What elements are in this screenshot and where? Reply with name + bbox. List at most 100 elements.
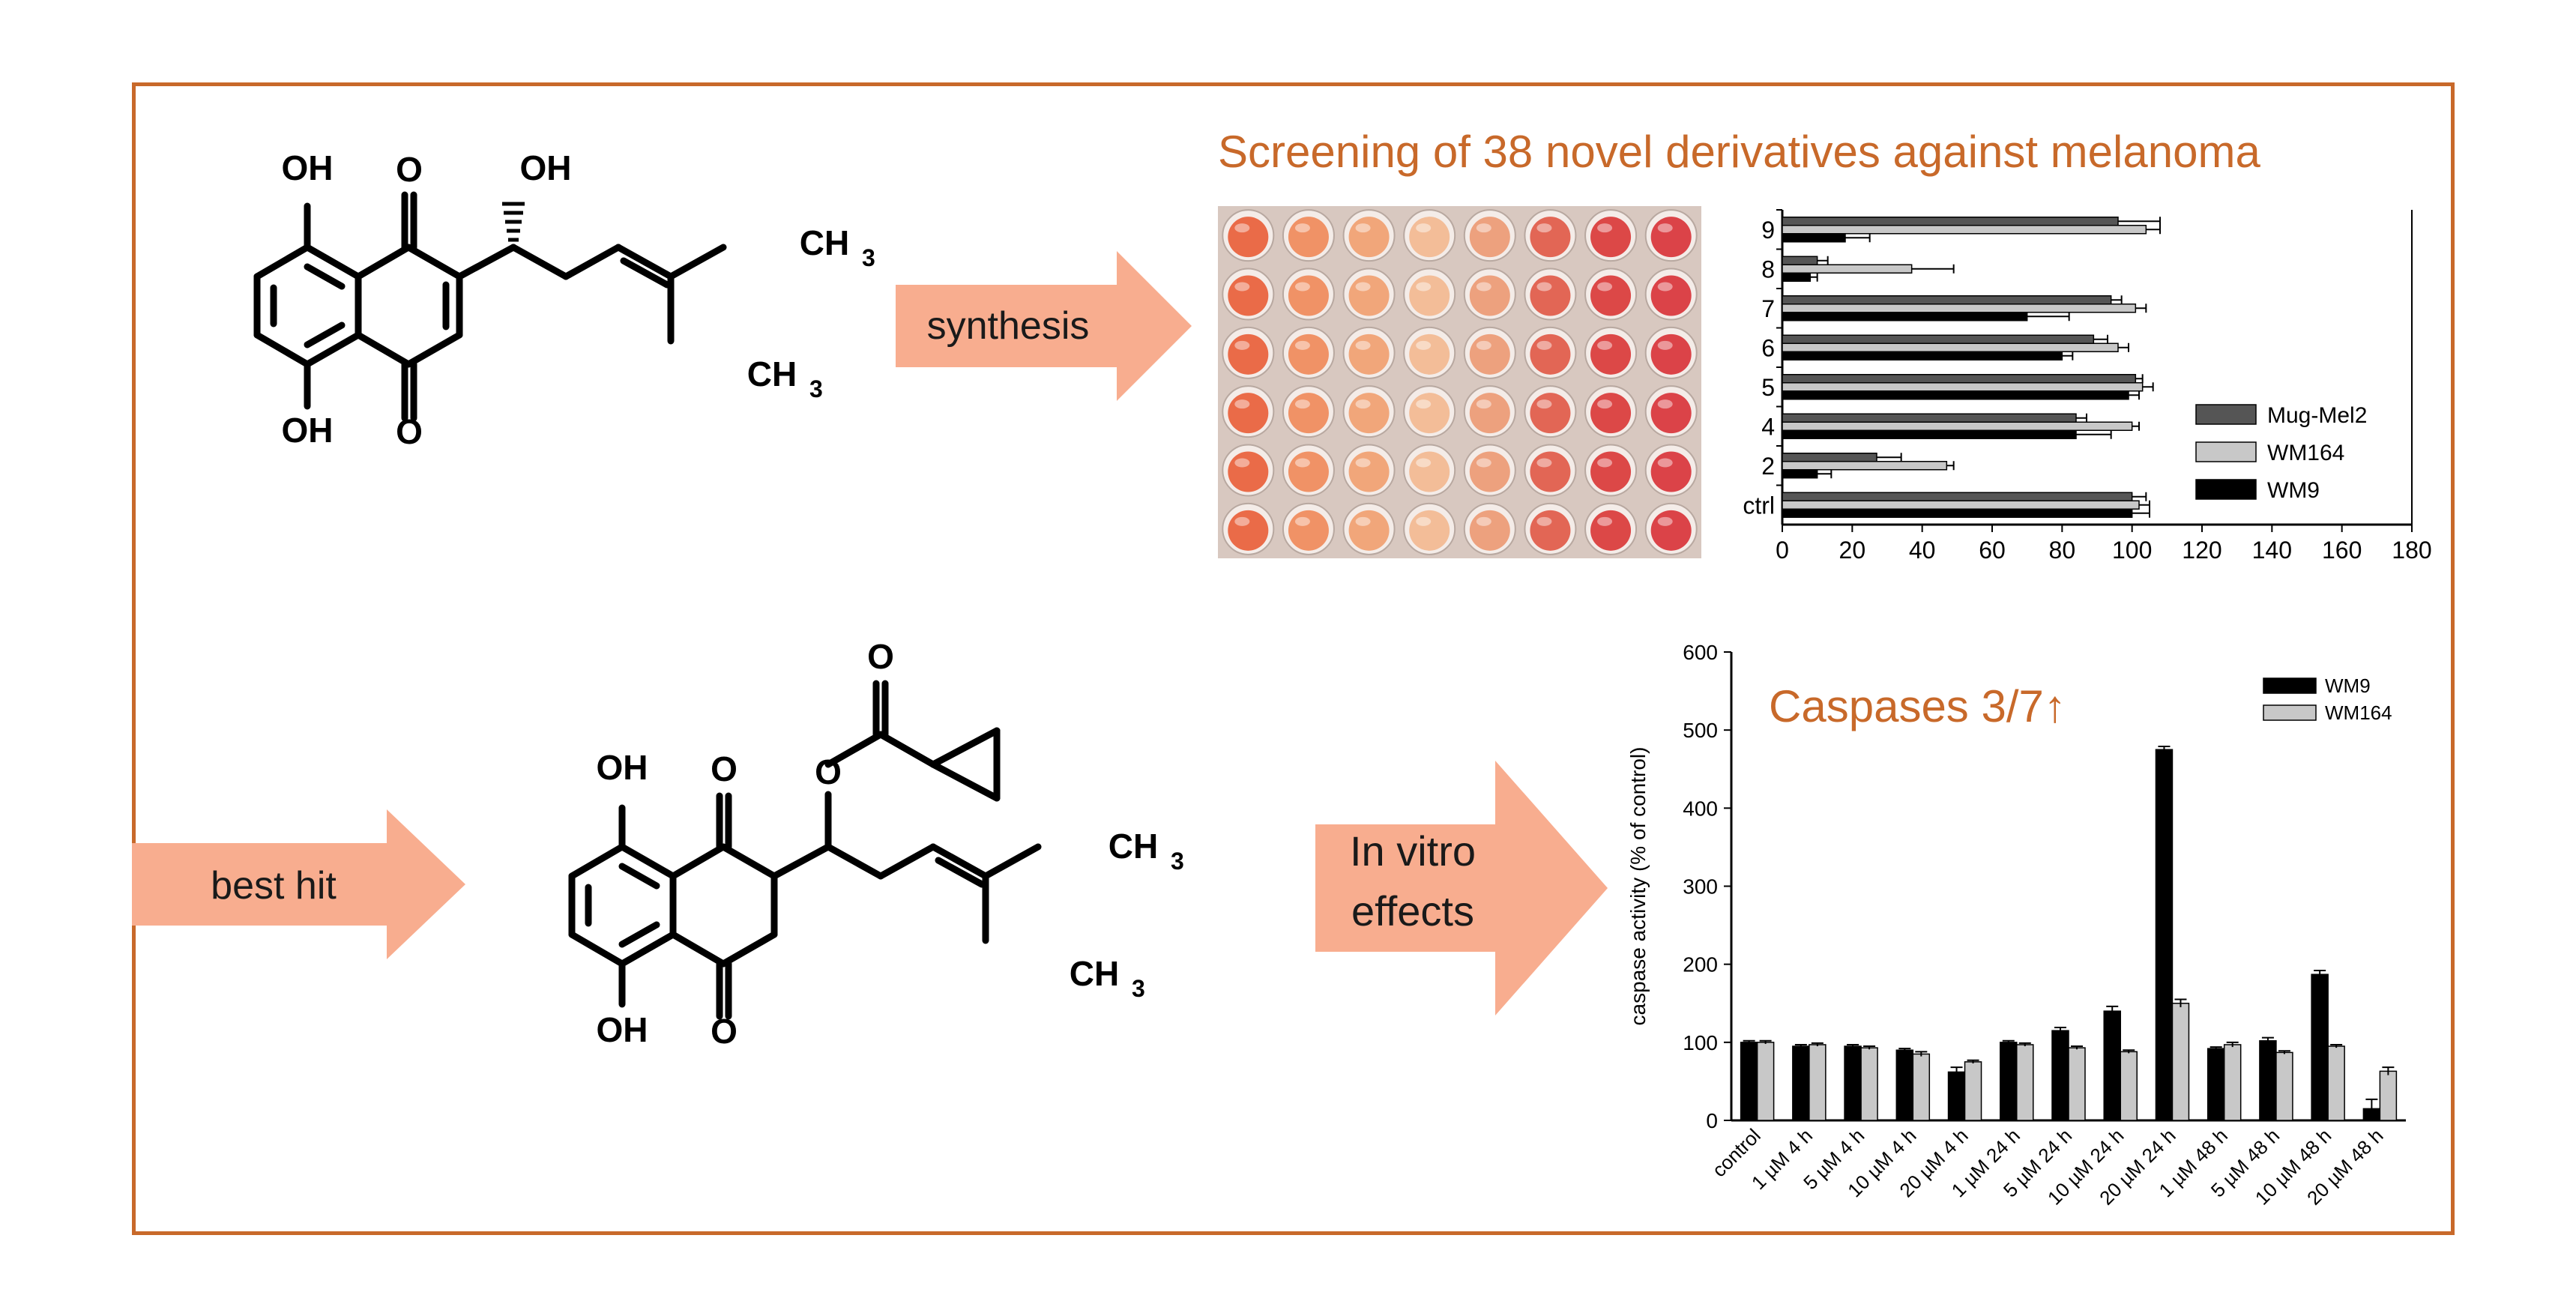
caspases-title: Caspases 3/7↑: [1769, 681, 2066, 731]
chart1-x-tick-label: 120: [2182, 537, 2221, 564]
chart1-legend-label: Mug-Mel2: [2267, 403, 2367, 428]
plate-well-highlight: [1234, 516, 1250, 526]
chart2-legend-label: WM9: [2325, 674, 2371, 697]
chart1-category-label: 9: [1761, 217, 1775, 244]
chart2-bar: [2327, 1045, 2345, 1121]
figure-frame: [132, 82, 2455, 1235]
chart2-bar: [2207, 1048, 2225, 1121]
plate-well: [1469, 510, 1510, 551]
chart1-bar: [1782, 500, 2140, 510]
plate-well-highlight: [1416, 282, 1432, 292]
plate-well-highlight: [1476, 340, 1491, 350]
plate-well-highlight: [1416, 223, 1432, 233]
plate-well: [1288, 333, 1329, 375]
plate-well-highlight: [1657, 223, 1673, 233]
plate-well: [1228, 510, 1269, 551]
chart1-bar: [1782, 334, 2095, 344]
chart2-bar: [1792, 1045, 1810, 1121]
well-plate-photo: [1218, 206, 1701, 558]
chart1-bar: [1782, 374, 2137, 384]
chart2-bar: [2379, 1070, 2398, 1121]
plate-well-highlight: [1536, 516, 1552, 526]
chart1-x-tick-label: 20: [1839, 537, 1866, 564]
plate-well-highlight: [1355, 223, 1371, 233]
chart2-bar: [1756, 1042, 1775, 1121]
chart1-category-label: 8: [1761, 256, 1775, 283]
plate-well-highlight: [1416, 458, 1432, 468]
plate-well: [1228, 393, 1269, 434]
plate-well-highlight: [1294, 516, 1310, 526]
plate-well: [1409, 275, 1450, 316]
plate-well: [1650, 393, 1692, 434]
plate-well-highlight: [1536, 340, 1552, 350]
plate-well: [1348, 393, 1390, 434]
plate-well-highlight: [1355, 458, 1371, 468]
chart2-bar: [2051, 1030, 2069, 1121]
plate-well-highlight: [1536, 458, 1552, 468]
in-vitro-label-line1: In vitro: [1349, 827, 1476, 875]
plate-well: [1348, 510, 1390, 551]
plate-well: [1590, 393, 1632, 434]
plate-well: [1650, 217, 1692, 258]
chart1-bar: [1782, 469, 1818, 479]
plate-well: [1288, 510, 1329, 551]
plate-well-highlight: [1294, 282, 1310, 292]
chart1-bar: [1782, 256, 1818, 265]
label-o-ester: O: [867, 637, 894, 676]
chart1-bar: [1782, 461, 1948, 471]
label-ch3-b: CH: [1070, 954, 1119, 993]
plate-well-highlight: [1355, 340, 1371, 350]
in-vitro-arrow: [1315, 761, 1608, 1015]
label-oh-top-left: OH: [597, 748, 648, 787]
plate-well: [1530, 451, 1571, 492]
plate-well: [1469, 393, 1510, 434]
molecule-1-structure: OH O OH CH 3 CH 3 OH O: [253, 148, 875, 451]
chart2-y-tick-label: 0: [1706, 1109, 1718, 1132]
chart1-bar: [1782, 264, 1913, 274]
plate-well: [1348, 275, 1390, 316]
chart1-x-tick-label: 160: [2322, 537, 2362, 564]
chart1-category-label: 4: [1761, 413, 1775, 440]
chart2-bar: [1809, 1044, 1827, 1121]
plate-well: [1590, 217, 1632, 258]
chart2-bar: [2223, 1044, 2242, 1121]
plate-well-highlight: [1416, 340, 1432, 350]
chart1-x-tick-label: 100: [2112, 537, 2152, 564]
label-ch3-a-sub: 3: [862, 244, 875, 271]
synthesis-label: synthesis: [926, 304, 1090, 348]
chart2-bar: [2120, 1051, 2138, 1121]
chart1-category-label: 6: [1761, 334, 1775, 361]
plate-well: [1288, 217, 1329, 258]
plate-well: [1530, 275, 1571, 316]
chart1-bar: [1782, 390, 2129, 400]
chart1-category-label: 2: [1761, 453, 1775, 480]
chart1-bar: [1782, 453, 1877, 462]
plate-well-highlight: [1597, 223, 1613, 233]
chart1-category-label: 7: [1761, 295, 1775, 322]
screening-title: Screening of 38 novel derivatives agains…: [1218, 127, 2260, 177]
plate-well-highlight: [1234, 399, 1250, 409]
plate-well: [1650, 510, 1692, 551]
chart1-legend-label: WM9: [2267, 478, 2320, 503]
plate-well-highlight: [1476, 458, 1491, 468]
plate-well-highlight: [1355, 399, 1371, 409]
plate-well: [1590, 451, 1632, 492]
chart1-bar: [1782, 225, 2147, 235]
label-o-bottom: O: [711, 1012, 737, 1051]
plate-well: [1530, 393, 1571, 434]
chart1-bar: [1782, 217, 2119, 226]
label-ch3-b-sub: 3: [809, 375, 823, 402]
chart1-x-tick-label: 140: [2252, 537, 2292, 564]
chart2-bar: [1912, 1053, 1931, 1121]
plate-well: [1409, 510, 1450, 551]
plate-well-highlight: [1234, 223, 1250, 233]
plate-well-highlight: [1294, 458, 1310, 468]
chart2-legend-swatch: [2263, 704, 2317, 721]
label-oh-top-left: OH: [282, 148, 334, 187]
plate-well-highlight: [1597, 458, 1613, 468]
label-o-top: O: [711, 749, 737, 788]
chart1-bar: [1782, 233, 1846, 243]
label-oh-bottom-left: OH: [282, 411, 334, 450]
plate-well: [1650, 333, 1692, 375]
